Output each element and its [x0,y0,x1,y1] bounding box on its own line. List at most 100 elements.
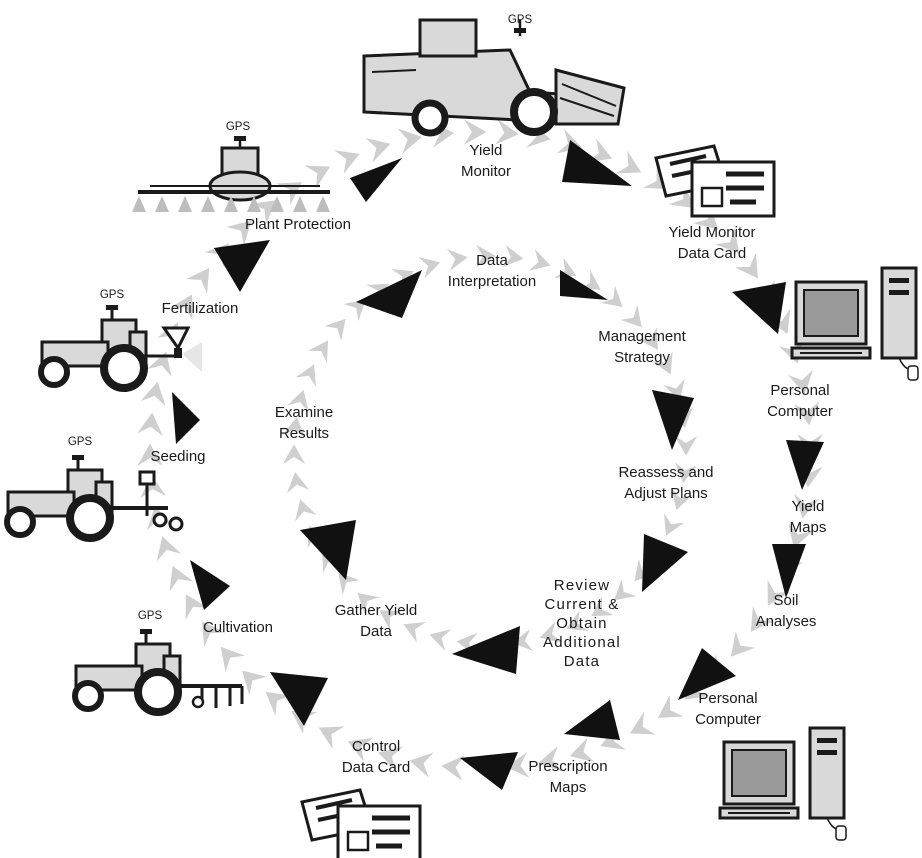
grey-chevron-arrow [538,746,563,772]
spray-nozzle [132,196,146,212]
grey-chevron-arrow [456,632,478,656]
label-plant-protection: Plant Protection [245,216,351,233]
black-arrowhead [786,440,824,490]
label-seeding: Seeding [150,448,206,465]
label-prescription-maps: Prescription Maps [528,758,608,796]
grey-chevron-arrow [512,628,534,652]
grey-chevron-arrow [464,119,487,145]
grey-chevron-arrow [664,513,685,536]
label-yield-maps: Yield Maps [789,498,827,536]
personal-computer-icon [718,726,848,842]
grey-chevron-arrow [140,381,166,407]
grey-chevron-arrow [441,755,465,781]
grey-chevron-arrow [343,299,366,322]
fertilizer-tractor-icon [41,305,202,388]
grey-chevron-arrow [169,565,194,592]
grey-chevron-arrow [674,462,698,484]
grey-chevron-arrow [137,412,163,437]
black-arrowhead [562,140,632,186]
inner-cycle-grey-arrows [282,244,698,656]
label-soil-analyses: Soil Analyses [755,592,817,630]
label-management-strategy: Management Strategy [598,328,686,366]
grey-chevron-arrow [286,472,310,494]
black-arrowhead [460,752,518,790]
grey-chevron-arrow [637,327,658,350]
label-control-data-card: Control Data Card [341,738,411,776]
grey-chevron-arrow [566,610,589,631]
gps-label: GPS [226,121,251,133]
gps-label: GPS [138,610,163,622]
grey-chevron-arrow [734,252,759,279]
black-arrowhead [772,544,806,598]
label-yield-monitor: Yield Monitor [460,142,512,180]
grey-chevron-arrow [282,416,306,438]
grey-chevron-arrow [409,752,434,778]
grey-chevron-arrow [137,443,163,466]
grey-chevron-arrow [185,594,208,621]
grey-chevron-arrow [418,257,441,279]
black-arrowhead [350,158,402,202]
black-arrowhead [452,626,520,674]
black-arrowhead [190,560,230,610]
gps-label: GPS [100,289,125,301]
spray-nozzle [155,196,169,212]
grey-chevron-arrow [185,268,210,294]
grey-chevron-arrow [714,227,740,254]
grey-chevron-arrow [365,137,391,163]
grey-chevron-arrow [614,578,637,601]
grey-chevron-arrow [357,592,380,615]
label-cultivation: Cultivation [202,619,274,636]
black-arrowhead [560,270,608,300]
grey-chevron-arrow [591,596,614,617]
grey-chevron-arrow [304,165,331,189]
grey-chevron-arrow [403,622,426,643]
black-arrowhead [172,392,200,444]
grey-chevron-arrow [502,244,524,268]
grey-chevron-arrow [794,493,820,519]
black-arrowhead [652,390,694,450]
black-arrowhead [300,520,356,580]
gps-label: GPS [508,14,533,26]
grey-chevron-arrow [397,128,422,154]
grey-chevron-arrow [600,285,623,308]
grey-chevron-arrow [201,621,226,648]
personal-computer-icon [790,266,920,382]
seeding-tractor-icon [7,455,184,538]
grey-chevron-arrow [569,737,595,763]
grey-chevron-arrow [539,621,562,643]
grey-chevron-arrow [338,572,360,595]
black-arrowhead [564,700,620,740]
spray-nozzle [178,196,192,212]
grey-chevron-arrow [652,351,673,375]
grey-chevron-arrow [730,631,756,657]
grey-chevron-arrow [586,138,613,163]
grey-chevron-arrow [578,269,601,290]
grey-chevron-arrow [767,579,790,606]
spray-nozzle [316,196,330,212]
grey-chevron-arrow [663,378,685,401]
grey-chevron-arrow [318,726,345,750]
grey-chevron-arrow [220,646,246,673]
grey-chevron-arrow [282,444,306,464]
grey-chevron-arrow [156,536,182,562]
grey-chevron-arrow [554,257,577,278]
grey-chevron-arrow [265,691,292,716]
cultivator-tractor-icon [75,629,244,712]
label-examine-results: Examine Results [274,404,334,442]
grey-chevron-arrow [629,711,656,735]
grey-chevron-arrow [750,606,775,632]
grey-chevron-arrow [620,305,642,328]
grey-chevron-arrow [657,694,684,718]
black-arrowhead [356,270,422,318]
grey-chevron-arrow [495,119,519,145]
grey-chevron-arrow [378,746,404,772]
grey-chevron-arrow [671,488,693,511]
spray-nozzle [224,196,238,212]
grey-chevron-arrow [787,369,813,395]
black-arrowhead [642,534,688,592]
label-personal-computer: Personal Computer [767,382,833,420]
grey-chevron-arrow [674,436,698,456]
label-data-interpretation: Data Interpretation [447,252,537,290]
grey-chevron-arrow [226,220,252,246]
